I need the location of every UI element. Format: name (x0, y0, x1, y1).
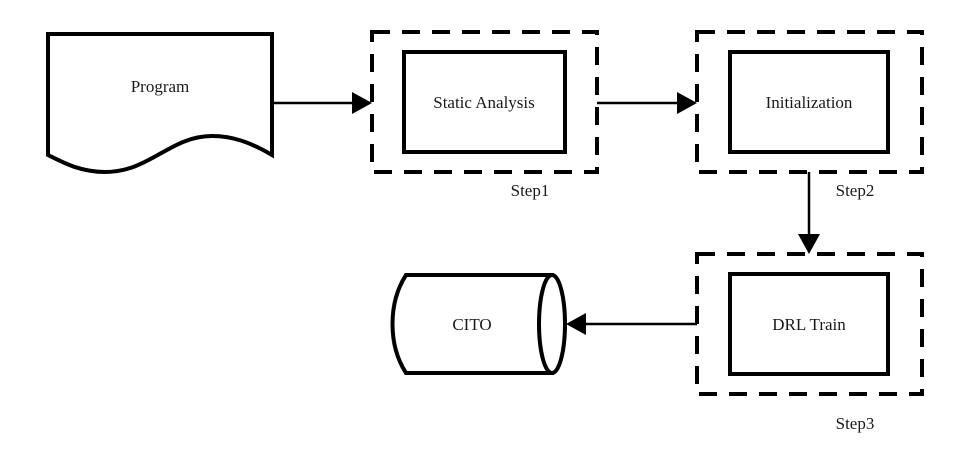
initialization-label: Initialization (766, 93, 853, 112)
drl-train-label: DRL Train (772, 315, 846, 334)
static-analysis-label: Static Analysis (433, 93, 535, 112)
step1-label: Step1 (511, 181, 550, 200)
document-shape (46, 32, 274, 175)
initialization-box (728, 50, 890, 154)
edge-step1-to-step2 (597, 92, 697, 114)
cylinder-end-ellipse (537, 273, 567, 375)
arrowhead-icon (352, 92, 372, 114)
arrowhead-icon (677, 92, 697, 114)
arrowhead-icon (566, 313, 586, 335)
step1-group: Static Analysis Step1 (370, 30, 599, 200)
static-analysis-box (402, 50, 567, 154)
step2-label: Step2 (836, 181, 875, 200)
step1-dashed-border (370, 30, 599, 174)
step3-group: DRL Train Step3 (695, 252, 924, 433)
edge-program-to-step1 (272, 92, 372, 114)
stored-data-shape (390, 273, 554, 375)
drl-train-box (728, 272, 890, 376)
step2-dashed-border (695, 30, 924, 174)
cito-label: CITO (452, 315, 491, 334)
edge-step3-to-cito (566, 313, 697, 335)
arrowhead-icon (798, 234, 820, 254)
edge-step2-to-step3 (798, 172, 820, 254)
program-node: Program (46, 32, 274, 175)
cito-node: CITO (390, 273, 567, 375)
step2-group: Initialization Step2 (695, 30, 924, 200)
program-label: Program (131, 77, 190, 96)
step3-label: Step3 (836, 414, 875, 433)
